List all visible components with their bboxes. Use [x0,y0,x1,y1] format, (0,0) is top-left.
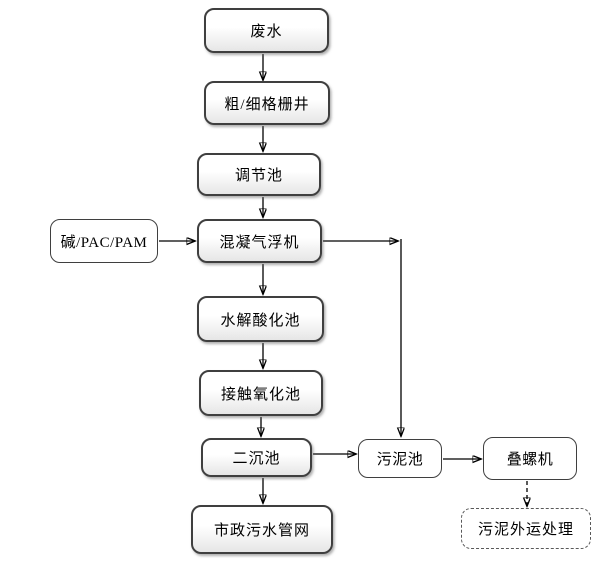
node-coagulation-flotation-label: 混凝气浮机 [219,234,300,251]
node-sludge-tank: 污泥池 [358,439,442,478]
node-municipal-sewage-network-label: 市政污水管网 [213,523,310,539]
node-screw-press: 叠螺机 [483,437,577,480]
node-regulation-tank-label: 调节池 [234,168,283,184]
node-sludge-offsite-disposal-label: 污泥外运处理 [477,522,574,538]
node-hydrolysis-acidification: 水解酸化池 [197,296,324,342]
node-grid-well: 粗/细格栅井 [204,81,330,125]
node-coagulation-flotation: 混凝气浮机 [197,219,322,263]
node-dosing-label: 碱/PAC/PAM [60,234,148,251]
node-secondary-sedimentation: 二沉池 [201,438,312,477]
node-hydrolysis-acidification-label: 水解酸化池 [220,312,301,329]
node-secondary-sedimentation-label: 二沉池 [232,451,281,467]
node-wastewater-label: 废水 [250,24,283,40]
node-wastewater: 废水 [204,8,329,53]
node-sludge-offsite-disposal: 污泥外运处理 [461,508,591,549]
node-grid-well-label: 粗/细格栅井 [224,96,310,113]
node-regulation-tank: 调节池 [197,153,321,196]
node-contact-oxidation: 接触氧化池 [199,370,323,416]
node-sludge-tank-label: 污泥池 [376,452,424,468]
node-municipal-sewage-network: 市政污水管网 [191,505,333,554]
node-dosing: 碱/PAC/PAM [50,219,158,263]
node-contact-oxidation-label: 接触氧化池 [220,386,301,403]
node-screw-press-label: 叠螺机 [506,452,554,468]
